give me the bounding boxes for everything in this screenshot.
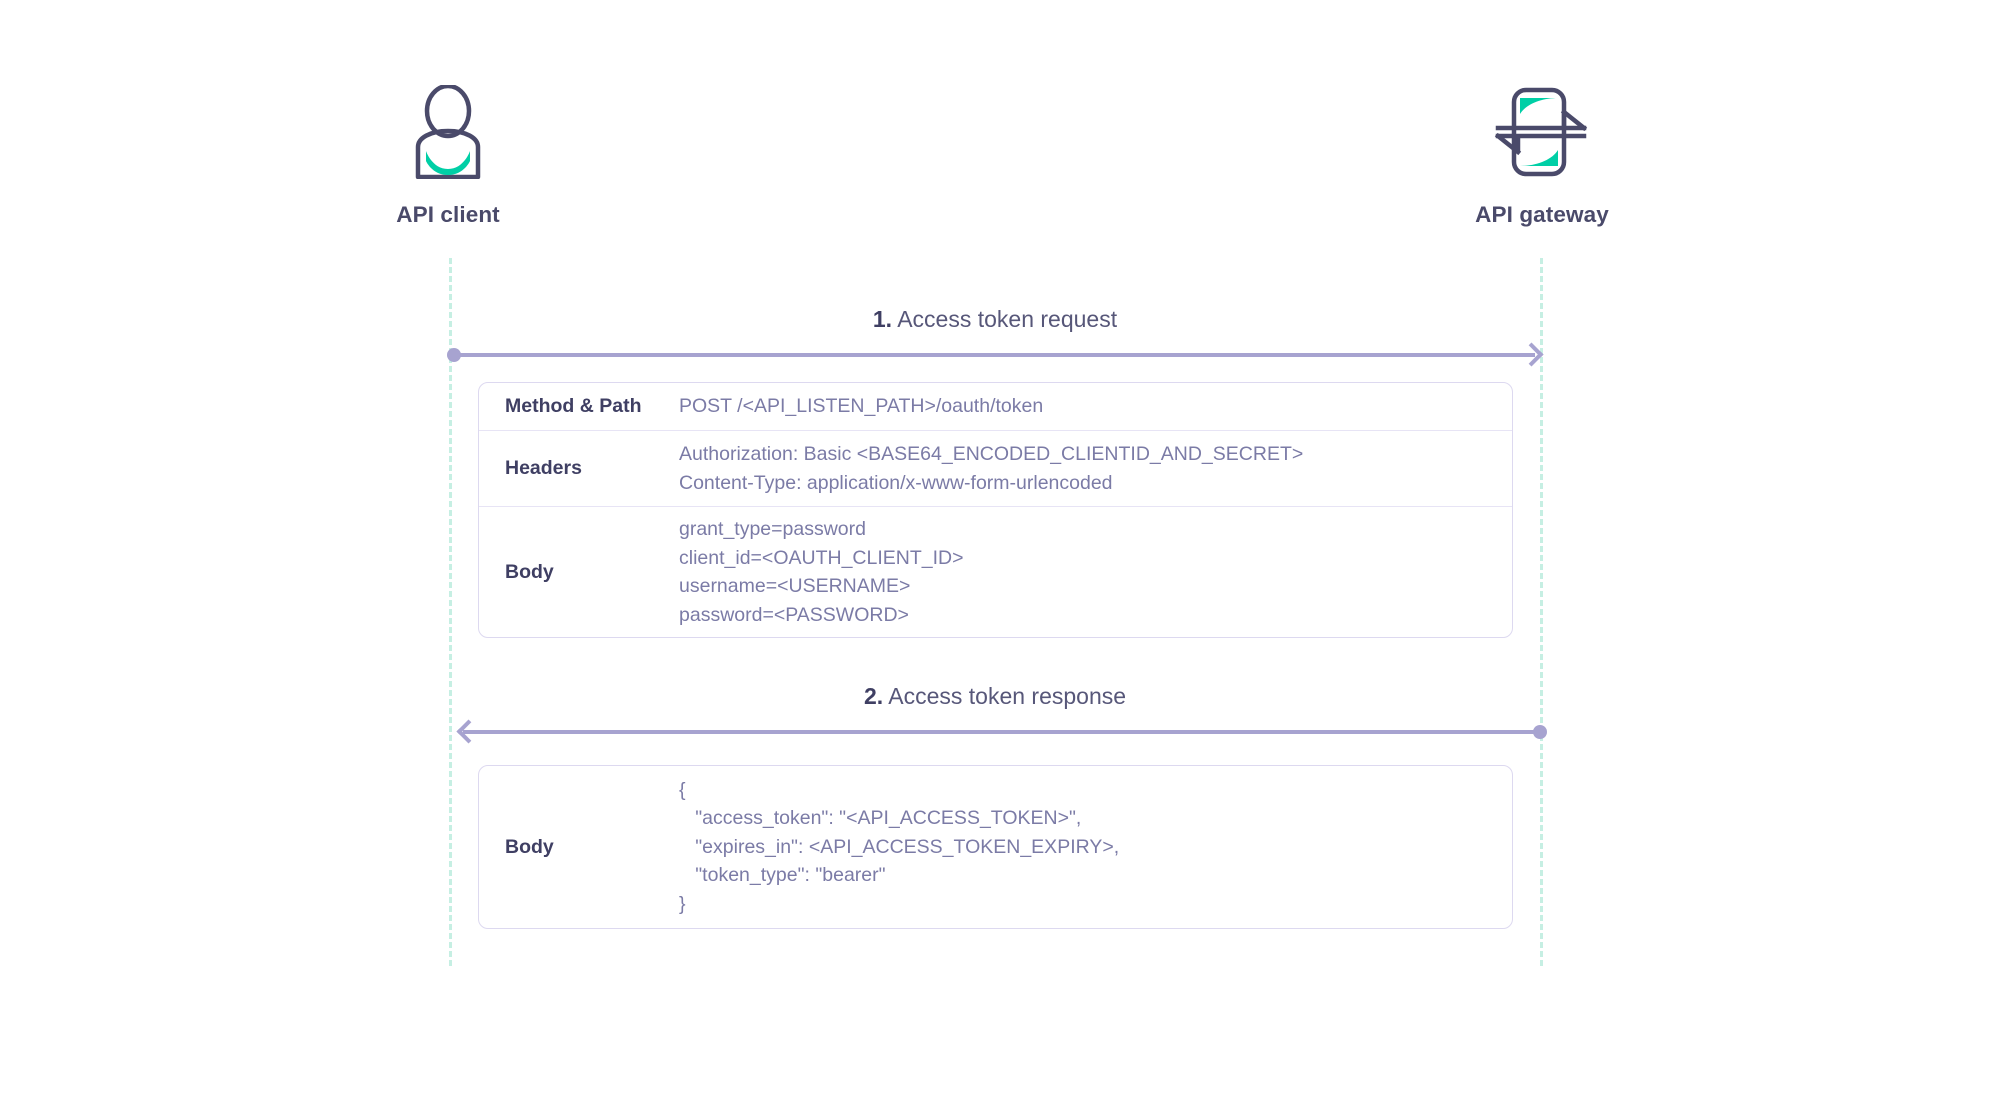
detail-value: POST /<API_LISTEN_PATH>/oauth/token	[679, 395, 1044, 418]
arrow-line	[453, 353, 1535, 357]
detail-key: Body	[505, 560, 554, 583]
table-row: Body grant_type=password client_id=<OAUT…	[479, 506, 1512, 637]
detail-key: Headers	[505, 457, 582, 479]
message-2-label: 2. Access token response	[449, 683, 1541, 710]
arrow-origin-dot	[1533, 725, 1547, 739]
gateway-icon	[1412, 82, 1672, 182]
message-2-arrow	[456, 719, 1547, 744]
message-1-label: 1. Access token request	[449, 306, 1541, 333]
message-1-number: 1.	[872, 306, 893, 332]
message-1-arrow	[447, 342, 1547, 367]
lifeline-api-gateway	[1540, 258, 1543, 966]
user-icon	[318, 82, 578, 182]
detail-key: Body	[505, 835, 554, 858]
table-row: Headers Authorization: Basic <BASE64_ENC…	[479, 430, 1512, 506]
message-2-details-table: Body { "access_token": "<API_ACCESS_TOKE…	[478, 765, 1513, 929]
actor-api-client: API client	[318, 82, 578, 228]
detail-value: grant_type=password client_id=<OAUTH_CLI…	[679, 518, 964, 626]
detail-value: { "access_token": "<API_ACCESS_TOKEN>", …	[679, 778, 1120, 915]
arrow-head-right-icon	[1519, 342, 1544, 367]
arrow-head-left-icon	[456, 719, 481, 744]
table-row: Body { "access_token": "<API_ACCESS_TOKE…	[479, 766, 1512, 928]
arrow-line	[463, 730, 1535, 734]
message-1-text: Access token request	[897, 306, 1118, 332]
actor-label: API gateway	[1475, 202, 1609, 227]
message-2-number: 2.	[863, 683, 884, 709]
detail-value: Authorization: Basic <BASE64_ENCODED_CLI…	[679, 443, 1304, 494]
message-2-text: Access token response	[888, 683, 1127, 709]
detail-key: Method & Path	[505, 395, 642, 417]
message-1-details-table: Method & Path POST /<API_LISTEN_PATH>/oa…	[478, 382, 1513, 638]
actor-api-gateway: API gateway	[1412, 82, 1672, 228]
arrow-origin-dot	[447, 348, 461, 362]
lifeline-api-client	[449, 258, 452, 966]
table-row: Method & Path POST /<API_LISTEN_PATH>/oa…	[479, 383, 1512, 430]
actor-label: API client	[396, 202, 500, 227]
